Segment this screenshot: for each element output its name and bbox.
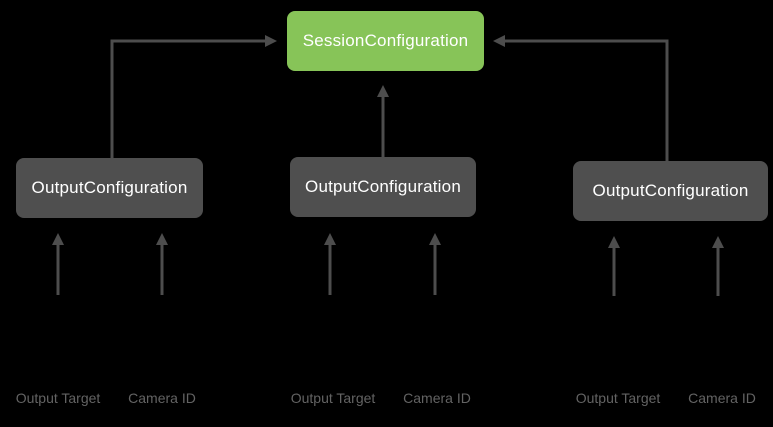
input-label-output-target-3: Output Target (575, 390, 661, 406)
input-label-camera-id-3: Camera ID (688, 390, 756, 406)
output-configuration-node-3: OutputConfiguration (573, 161, 768, 221)
output-configuration-node-2: OutputConfiguration (290, 157, 476, 217)
input-label-camera-id-1: Camera ID (128, 390, 196, 406)
input-label-camera-id-2: Camera ID (403, 390, 471, 406)
arrow-output3-to-session (493, 35, 669, 161)
input-label-output-target-1: Output Target (15, 390, 101, 406)
input-label-output-target-2: Output Target (290, 390, 376, 406)
output-configuration-node-1: OutputConfiguration (16, 158, 203, 218)
session-configuration-node: SessionConfiguration (287, 11, 484, 71)
arrow-output1-to-session (110, 35, 277, 158)
